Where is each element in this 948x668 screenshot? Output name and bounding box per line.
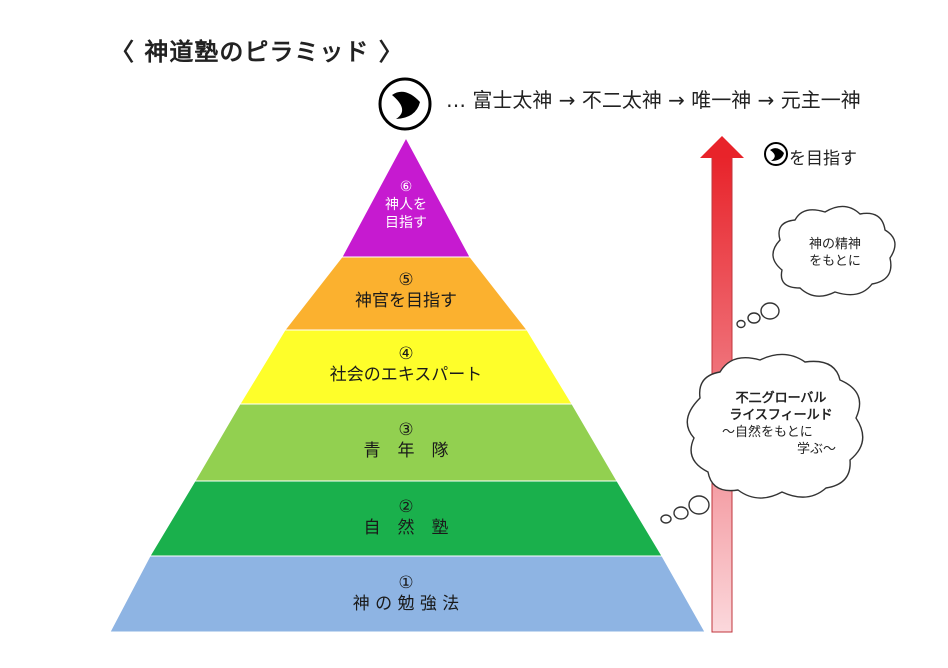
tier-2-label: ② 自 然 塾 bbox=[306, 497, 506, 539]
page-title: 〈 神道塾のピラミッド 〉 bbox=[110, 38, 404, 66]
tier-4-label: ④ 社会のエキスパート bbox=[286, 344, 526, 386]
tier-2-number: ② bbox=[398, 497, 414, 517]
cloud-2-line-1: 不二グローバル bbox=[735, 391, 827, 406]
tier-4-line-1: 社会のエキスパート bbox=[329, 365, 483, 385]
tier-6-line-2: 目指す bbox=[385, 215, 427, 231]
tier-5-line-1: 神官を目指す bbox=[355, 291, 457, 311]
tier-5-label: ⑤ 神官を目指す bbox=[316, 270, 496, 312]
cloud-1-text: 神の精神 をもとに bbox=[795, 236, 875, 270]
cloud-2-line-2: ライスフィールド bbox=[729, 408, 833, 423]
tier-1-number: ① bbox=[398, 573, 414, 593]
crescent-emblem-small bbox=[764, 142, 788, 166]
tier-4-number: ④ bbox=[398, 344, 414, 364]
tier-2-line-1: 自 然 塾 bbox=[363, 518, 449, 538]
cloud-1-line-2: をもとに bbox=[809, 254, 861, 269]
tier-6-line-1: 神人を bbox=[385, 197, 427, 213]
tier-1-line-1: 神 の 勉 強 法 bbox=[352, 594, 460, 614]
thought-cloud-2 bbox=[660, 353, 864, 524]
tier-6-label: ⑥ 神人を 目指す bbox=[366, 178, 446, 232]
tier-3-number: ③ bbox=[398, 420, 414, 440]
thought-cloud-1 bbox=[736, 205, 896, 329]
cloud-1-line-1: 神の精神 bbox=[808, 237, 861, 252]
tier-3-label: ③ 青 年 隊 bbox=[306, 420, 506, 462]
crescent-icon bbox=[392, 91, 420, 119]
goal-label: を目指す bbox=[789, 149, 857, 169]
cloud-2-text: 不二グローバル ライスフィールド ～自然をもとに 学ぶ～ bbox=[716, 390, 846, 458]
tier-3-line-1: 青 年 隊 bbox=[363, 441, 449, 461]
tier-6-number: ⑥ bbox=[399, 179, 413, 195]
cloud-2-line-3: ～自然をもとに bbox=[722, 425, 813, 440]
crescent-emblem-top bbox=[378, 77, 432, 131]
tier-1-shape bbox=[109, 555, 706, 633]
tier-1-label: ① 神 の 勉 強 法 bbox=[296, 573, 516, 615]
deity-lineage-text: … 富士太神 → 不二太神 → 唯一神 → 元主一神 bbox=[446, 88, 861, 112]
tier-5-number: ⑤ bbox=[398, 270, 414, 290]
cloud-2-line-4: 学ぶ～ bbox=[796, 442, 836, 457]
